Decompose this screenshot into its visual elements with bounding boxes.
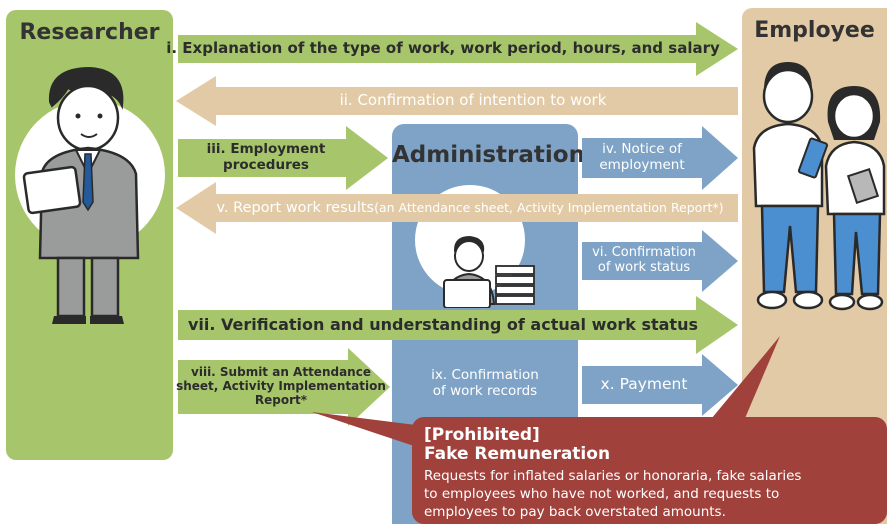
step-vii-label: vii. Verification and understanding of a… <box>187 314 698 334</box>
employee-with-clipboard-icon <box>752 62 829 310</box>
step-ii-label: ii. Confirmation of intention to work <box>339 91 607 110</box>
arrow-step-viii: viii. Submit an Attendance sheet, Activi… <box>176 348 390 426</box>
step-v-label: v. Report work results (an Attendance sh… <box>216 199 724 216</box>
prohibited-title: Fake Remuneration <box>424 444 611 464</box>
prohibited-heading: [Prohibited] <box>424 425 540 445</box>
step-i-label: i. Explanation of the type of work, work… <box>166 39 720 58</box>
arrow-step-iv: iv. Notice of employment <box>582 126 738 190</box>
employee-title: Employee <box>754 18 875 43</box>
arrow-step-v: v. Report work results (an Attendance sh… <box>176 182 738 234</box>
arrow-step-vi: vi. Confirmation of work status <box>582 230 738 292</box>
step-vi-label: vi. Confirmation of work status <box>592 245 696 275</box>
administration-title: Administration <box>392 142 585 168</box>
step-iv-label: iv. Notice of employment <box>599 141 685 173</box>
arrow-step-x: x. Payment <box>582 354 738 416</box>
step-ix-label: ix. Confirmation of work records <box>431 367 539 399</box>
administrator-at-laptop-icon <box>442 236 535 308</box>
prohibited-callout: [Prohibited] Fake Remuneration Requests … <box>424 426 879 521</box>
step-iii-label: iii. Employment procedures <box>206 141 326 173</box>
step-viii-label: viii. Submit an Attendance sheet, Activi… <box>176 365 386 407</box>
arrow-step-i: i. Explanation of the type of work, work… <box>166 22 738 76</box>
arrow-step-vii: vii. Verification and understanding of a… <box>178 296 738 354</box>
prohibited-body: Requests for inflated salaries or honora… <box>424 468 802 520</box>
researcher-title: Researcher <box>19 20 160 45</box>
researcher-with-tablet-icon <box>22 66 140 324</box>
step-x-label: x. Payment <box>600 375 688 394</box>
employee-with-notebook-icon <box>824 86 886 311</box>
arrow-step-ii: ii. Confirmation of intention to work <box>176 76 738 126</box>
arrow-step-iii: iii. Employment procedures <box>178 126 388 190</box>
